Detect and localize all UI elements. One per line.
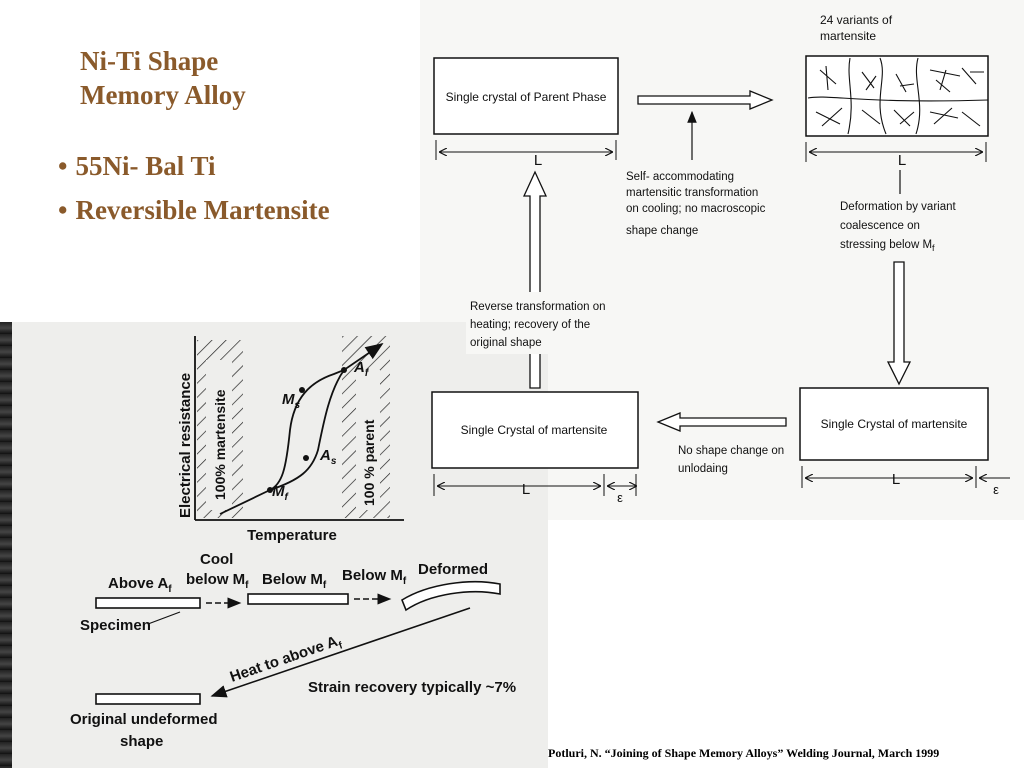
martensite-left-box bbox=[431, 391, 639, 469]
resistance-axis-label: Electrical resistance bbox=[177, 373, 194, 518]
above-af-label: Above Af bbox=[108, 575, 172, 595]
variants-label-line2: martensite bbox=[820, 29, 876, 43]
martensite-left-label: Single Crystal of martensite bbox=[461, 423, 608, 437]
temperature-axis-label: Temperature bbox=[247, 527, 337, 544]
below-mf-label-1: below Mf bbox=[186, 571, 249, 591]
deformed-bar bbox=[401, 580, 501, 612]
reverse-line1: Reverse transformation on bbox=[470, 301, 606, 313]
martensite-right-length: L bbox=[892, 471, 900, 488]
deformation-line2: coalescence on bbox=[840, 220, 920, 232]
no-shape-line1: No shape change on bbox=[678, 445, 784, 457]
original-bar bbox=[95, 693, 201, 705]
martensite-right-label: Single Crystal of martensite bbox=[821, 417, 968, 431]
parent-length-label: L bbox=[534, 152, 542, 169]
deformation-line1: Deformation by variant bbox=[840, 201, 956, 213]
no-shape-line2: unlodaing bbox=[678, 463, 728, 475]
reverse-line3: original shape bbox=[470, 337, 542, 349]
bullet-composition: 55Ni- Bal Ti bbox=[58, 144, 330, 188]
specimen-bar bbox=[95, 597, 201, 609]
label-mf: Mf bbox=[272, 483, 290, 503]
parent-phase-box bbox=[433, 57, 619, 135]
slide-title: Ni-Ti Shape Memory Alloy bbox=[80, 44, 246, 112]
strain-recovery-label: Strain recovery typically ~7% bbox=[308, 679, 516, 696]
martensite-left-length: L bbox=[522, 481, 530, 498]
below-mf-label-3: Below Mf bbox=[342, 567, 407, 587]
self-accommodating-line4: shape change bbox=[626, 225, 698, 237]
arrow-unloading bbox=[656, 412, 787, 432]
martensite-zone-label: 100% martensite bbox=[212, 389, 228, 500]
reverse-line2: heating; recovery of the bbox=[470, 319, 590, 331]
variants-length-label: L bbox=[898, 152, 906, 169]
bullet-list: 55Ni- Bal Ti Reversible Martensite bbox=[58, 144, 330, 232]
martensite-right-box bbox=[799, 387, 989, 461]
deformed-label: Deformed bbox=[418, 561, 488, 578]
arrow-martensite-to-parent bbox=[522, 170, 548, 389]
label-af: Af bbox=[353, 359, 370, 379]
self-accommodating-line1: Self- accommodating bbox=[626, 171, 734, 183]
label-as: As bbox=[319, 447, 337, 467]
self-accommodating-line3: on cooling; no macroscopic bbox=[626, 203, 766, 215]
deformation-line3: stressing below Mf bbox=[840, 239, 935, 253]
hysteresis-loop bbox=[219, 342, 384, 515]
arrow-parent-to-variants bbox=[637, 90, 774, 110]
transformation-cycle: Single crystal of Parent Phase L 24 vari… bbox=[431, 13, 1010, 505]
cooled-bar bbox=[247, 593, 349, 605]
heat-arrow bbox=[210, 607, 471, 698]
arrow-variants-to-martensite bbox=[886, 261, 912, 386]
below-mf-label-2: Below Mf bbox=[262, 571, 327, 591]
shape-memory-process: Cool Above Af below Mf Below Mf Below Mf… bbox=[70, 551, 516, 750]
bullet-martensite: Reversible Martensite bbox=[58, 188, 329, 232]
variants-label-line1: 24 variants of bbox=[820, 13, 893, 27]
specimen-label: Specimen bbox=[80, 617, 151, 634]
label-ms: Ms bbox=[282, 391, 301, 411]
cool-label: Cool bbox=[200, 551, 233, 568]
martensite-variants-sketch bbox=[807, 57, 989, 135]
parent-phase-label: Single crystal of Parent Phase bbox=[446, 90, 607, 104]
slide-title-line1: Ni-Ti Shape bbox=[80, 46, 219, 76]
slide-title-line2: Memory Alloy bbox=[80, 80, 246, 110]
parent-zone-label: 100 % parent bbox=[361, 419, 377, 506]
original-label-line2: shape bbox=[120, 733, 163, 750]
martensite-variants-box bbox=[805, 55, 989, 137]
citation: Potluri, N. “Joining of Shape Memory All… bbox=[548, 746, 940, 760]
martensite-right-strain: ε bbox=[993, 482, 999, 497]
martensite-left-strain: ε bbox=[617, 490, 623, 505]
self-accommodating-line2: martensitic transformation bbox=[626, 187, 758, 199]
resistance-temperature-plot: 100% martensite 100 % parent Electrical … bbox=[177, 336, 404, 544]
scan-dark-edge bbox=[0, 322, 12, 768]
original-label-line1: Original undeformed bbox=[70, 711, 218, 728]
